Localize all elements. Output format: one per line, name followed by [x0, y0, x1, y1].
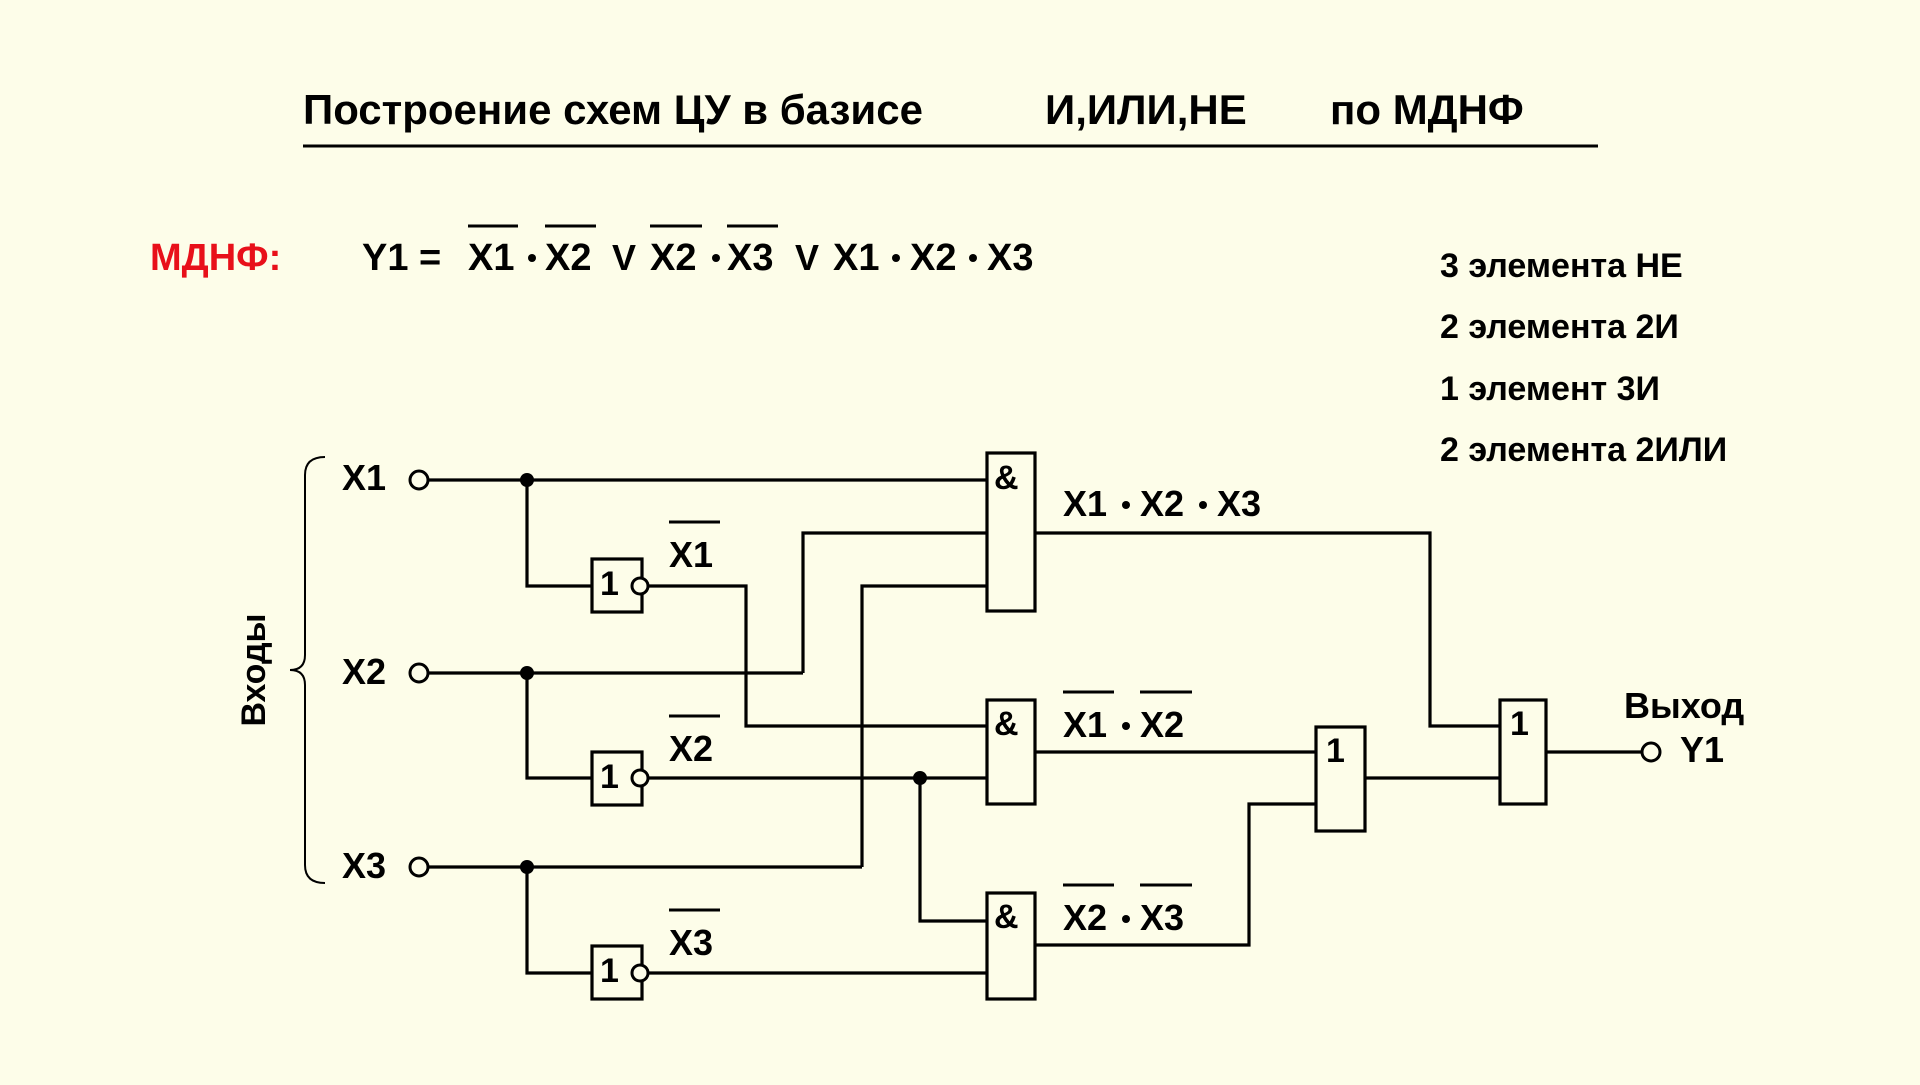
- summary-item: 1 элемент 3И: [1440, 370, 1660, 408]
- and-gate-nx2-nx3[interactable]: &: [985, 891, 1037, 1001]
- and-dot: [1122, 915, 1130, 923]
- input-x3-terminal[interactable]: [408, 856, 430, 878]
- input-x1-label: X1: [342, 457, 386, 498]
- inversion-bubble: [630, 576, 650, 596]
- formula-t2b: X3: [727, 237, 773, 279]
- input-x2-terminal[interactable]: [408, 662, 430, 684]
- formula-t3c: X3: [987, 237, 1033, 279]
- signal-and1-a: X1: [1063, 704, 1107, 745]
- signal-not-x3: X3: [669, 922, 713, 963]
- junction-dot: [913, 771, 927, 785]
- not-gate-x2[interactable]: 1: [590, 750, 650, 807]
- and-gate-nx1-nx2[interactable]: &: [985, 698, 1037, 806]
- input-x3-label: X3: [342, 845, 386, 886]
- and-dot: [712, 254, 720, 262]
- formula-t1b: X2: [545, 237, 591, 279]
- or-gate-first[interactable]: 1: [1314, 725, 1367, 833]
- and-gate-symbol: &: [994, 705, 1019, 743]
- signal-and2-b: X3: [1140, 897, 1184, 938]
- output-name: Y1: [1680, 729, 1724, 770]
- signal-and3-a: X1: [1063, 483, 1107, 524]
- and-gate-symbol: &: [994, 459, 1019, 497]
- signal-not-x1: X1: [669, 534, 713, 575]
- inputs-label: Входы: [235, 613, 273, 726]
- output-terminal[interactable]: [1640, 741, 1662, 763]
- title-basis: И,ИЛИ,НЕ: [1045, 86, 1247, 133]
- input-x1-terminal[interactable]: [408, 469, 430, 491]
- junction-dot: [520, 860, 534, 874]
- signal-and3-c: X3: [1217, 483, 1261, 524]
- not-gate-x1[interactable]: 1: [590, 557, 650, 614]
- not-gate-symbol: 1: [600, 952, 619, 990]
- summary-item: 2 элемента 2ИЛИ: [1440, 431, 1727, 469]
- formula-t1a: X1: [468, 237, 514, 279]
- and-dot: [1122, 722, 1130, 730]
- title-suffix: по МДНФ: [1330, 86, 1524, 133]
- formula-or1: V: [612, 237, 636, 278]
- formula-label: МДНФ:: [150, 237, 281, 279]
- summary-item: 2 элемента 2И: [1440, 308, 1679, 346]
- or-gate-symbol: 1: [1326, 732, 1345, 770]
- formula-or2: V: [795, 237, 819, 278]
- signal-not-x2: X2: [669, 728, 713, 769]
- output-label: Выход: [1624, 685, 1744, 726]
- formula-y: Y1 =: [362, 237, 441, 279]
- and-dot: [528, 254, 536, 262]
- and-dot: [1199, 501, 1207, 509]
- and-gate-symbol: &: [994, 898, 1019, 936]
- title-main: Построение схем ЦУ в базисе: [303, 86, 923, 133]
- or-gate-final[interactable]: 1: [1498, 698, 1548, 806]
- not-gate-symbol: 1: [600, 565, 619, 603]
- signal-and2-a: X2: [1063, 897, 1107, 938]
- input-x2-label: X2: [342, 651, 386, 692]
- formula-t2a: X2: [650, 237, 696, 279]
- not-gate-x3[interactable]: 1: [590, 944, 650, 1001]
- junction-dot: [520, 666, 534, 680]
- formula-t3a: X1: [833, 237, 879, 279]
- junction-dot: [520, 473, 534, 487]
- and-dot: [1122, 501, 1130, 509]
- and-gate-3-input[interactable]: &: [985, 451, 1037, 613]
- summary-item: 3 элемента НЕ: [1440, 247, 1683, 285]
- inputs-brace: [289, 456, 326, 884]
- formula-t3b: X2: [910, 237, 956, 279]
- signal-and1-b: X2: [1140, 704, 1184, 745]
- or-gate-symbol: 1: [1510, 705, 1529, 743]
- and-dot: [969, 254, 977, 262]
- signal-and3-b: X2: [1140, 483, 1184, 524]
- inversion-bubble: [630, 963, 650, 983]
- not-gate-symbol: 1: [600, 758, 619, 796]
- inversion-bubble: [630, 768, 650, 788]
- and-dot: [892, 254, 900, 262]
